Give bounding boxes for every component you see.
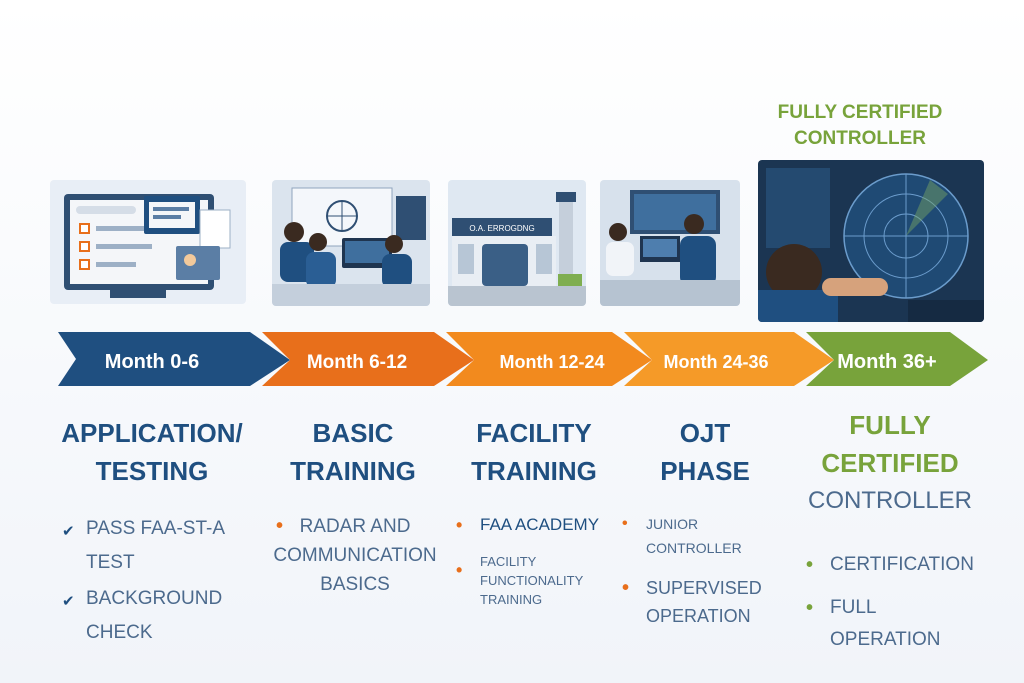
bullet-text: PASS FAA-ST-A TEST: [86, 518, 224, 573]
dot-icon: •: [276, 515, 284, 537]
bullet-text: RADAR AND COMMUNICATION BASICS: [273, 516, 437, 595]
heading-line: CERTIFIED: [821, 448, 959, 478]
radar-screen-icon: [758, 160, 984, 322]
list-item: • RADAR AND COMMUNICATION BASICS: [266, 512, 444, 599]
heading-line: APPLICATION/: [61, 418, 243, 448]
bullet-text: FAA ACADEMY: [480, 515, 600, 534]
facility-training-illustration: O.A. ERROGDNG: [448, 180, 586, 306]
academy-sign-text: O.A. ERROGDNG: [469, 224, 534, 233]
bullet-text: FACILITY FUNCTIONALITY TRAINING: [480, 554, 584, 607]
bullet-text: SUPERVISED OPERATION: [646, 578, 762, 626]
arrow-segment-4: [624, 332, 834, 386]
check-icon: ✔: [62, 523, 75, 540]
bullet-text: JUNIOR CONTROLLER: [646, 516, 742, 556]
bullets-ojt: • JUNIOR CONTROLLER • SUPERVISED OPERATI…: [622, 512, 792, 630]
certified-controller-illustration: [758, 160, 984, 322]
phase-heading-ojt: OJT PHASE: [630, 414, 780, 490]
bullet-text: BACKGROUND CHECK: [86, 588, 223, 643]
phase-heading-certified: FULLY CERTIFIED CONTROLLER: [790, 406, 990, 520]
supervised-operators-icon: [600, 180, 740, 306]
list-item: • FULL OPERATION: [806, 592, 960, 656]
list-item: • FACILITY FUNCTIONALITY TRAINING: [456, 552, 616, 609]
heading-line: PHASE: [660, 456, 750, 486]
bullets-facility: • FAA ACADEMY • FACILITY FUNCTIONALITY T…: [456, 512, 616, 609]
bullet-text: FULL OPERATION: [830, 597, 941, 650]
dot-icon: •: [806, 554, 814, 576]
fully-certified-callout-line1: FULLY CERTIFIED: [777, 102, 943, 123]
list-item: • JUNIOR CONTROLLER: [622, 512, 792, 560]
fully-certified-callout-line2: CONTROLLER: [794, 128, 926, 149]
heading-line: TRAINING: [290, 456, 416, 486]
timeline-arrows: Month 0-6 Month 6-12 Month 12-24 Month 2…: [58, 332, 988, 386]
application-illustration: [50, 180, 246, 304]
heading-line: FACILITY: [476, 418, 592, 448]
heading-line: FULLY: [849, 410, 931, 440]
month-label-3: Month 12-24: [499, 352, 604, 372]
bullet-text: CERTIFICATION: [830, 554, 974, 575]
dot-icon: •: [456, 560, 463, 580]
classroom-scene-icon: [272, 180, 430, 306]
arrow-segment-1: [58, 332, 290, 386]
ojt-illustration: [600, 180, 740, 306]
arrow-segment-3: [446, 332, 652, 386]
heading-line: CONTROLLER: [807, 487, 973, 514]
bullets-certified: • CERTIFICATION • FULL OPERATION: [806, 550, 986, 656]
dot-icon: •: [456, 515, 463, 535]
basic-training-illustration: [272, 180, 430, 306]
month-label-1: Month 0-6: [105, 351, 199, 373]
dot-icon: •: [622, 577, 630, 599]
check-icon: ✔: [62, 593, 75, 610]
heading-line: TRAINING: [471, 456, 597, 486]
dot-icon: •: [622, 515, 628, 532]
list-item: • SUPERVISED OPERATION: [622, 574, 786, 630]
list-item: • FAA ACADEMY: [456, 512, 616, 538]
dot-icon: •: [806, 597, 814, 619]
heading-line: TESTING: [95, 456, 209, 486]
academy-building-icon: O.A. ERROGDNG: [448, 180, 586, 306]
arrow-segment-2: [262, 332, 474, 386]
computer-application-icon: [50, 180, 246, 304]
fully-certified-callout: FULLY CERTIFIED CONTROLLER: [755, 100, 965, 152]
month-label-5: Month 36+: [837, 351, 936, 373]
month-label-2: Month 6-12: [307, 352, 407, 373]
phase-heading-application: APPLICATION/ TESTING: [46, 414, 258, 490]
month-label-4: Month 24-36: [663, 352, 768, 372]
heading-line: OJT: [679, 418, 731, 448]
arrow-segment-5: [806, 332, 988, 386]
list-item: • CERTIFICATION: [806, 550, 986, 580]
heading-line: BASIC: [312, 418, 394, 448]
bullets-application: ✔ PASS FAA-ST-A TEST ✔ BACKGROUND CHECK: [62, 512, 238, 650]
bullets-basic: • RADAR AND COMMUNICATION BASICS: [266, 512, 444, 599]
phase-heading-basic: BASIC TRAINING: [270, 414, 436, 490]
list-item: ✔ PASS FAA-ST-A TEST: [62, 512, 238, 580]
phase-heading-facility: FACILITY TRAINING: [458, 414, 610, 490]
list-item: ✔ BACKGROUND CHECK: [62, 582, 238, 650]
